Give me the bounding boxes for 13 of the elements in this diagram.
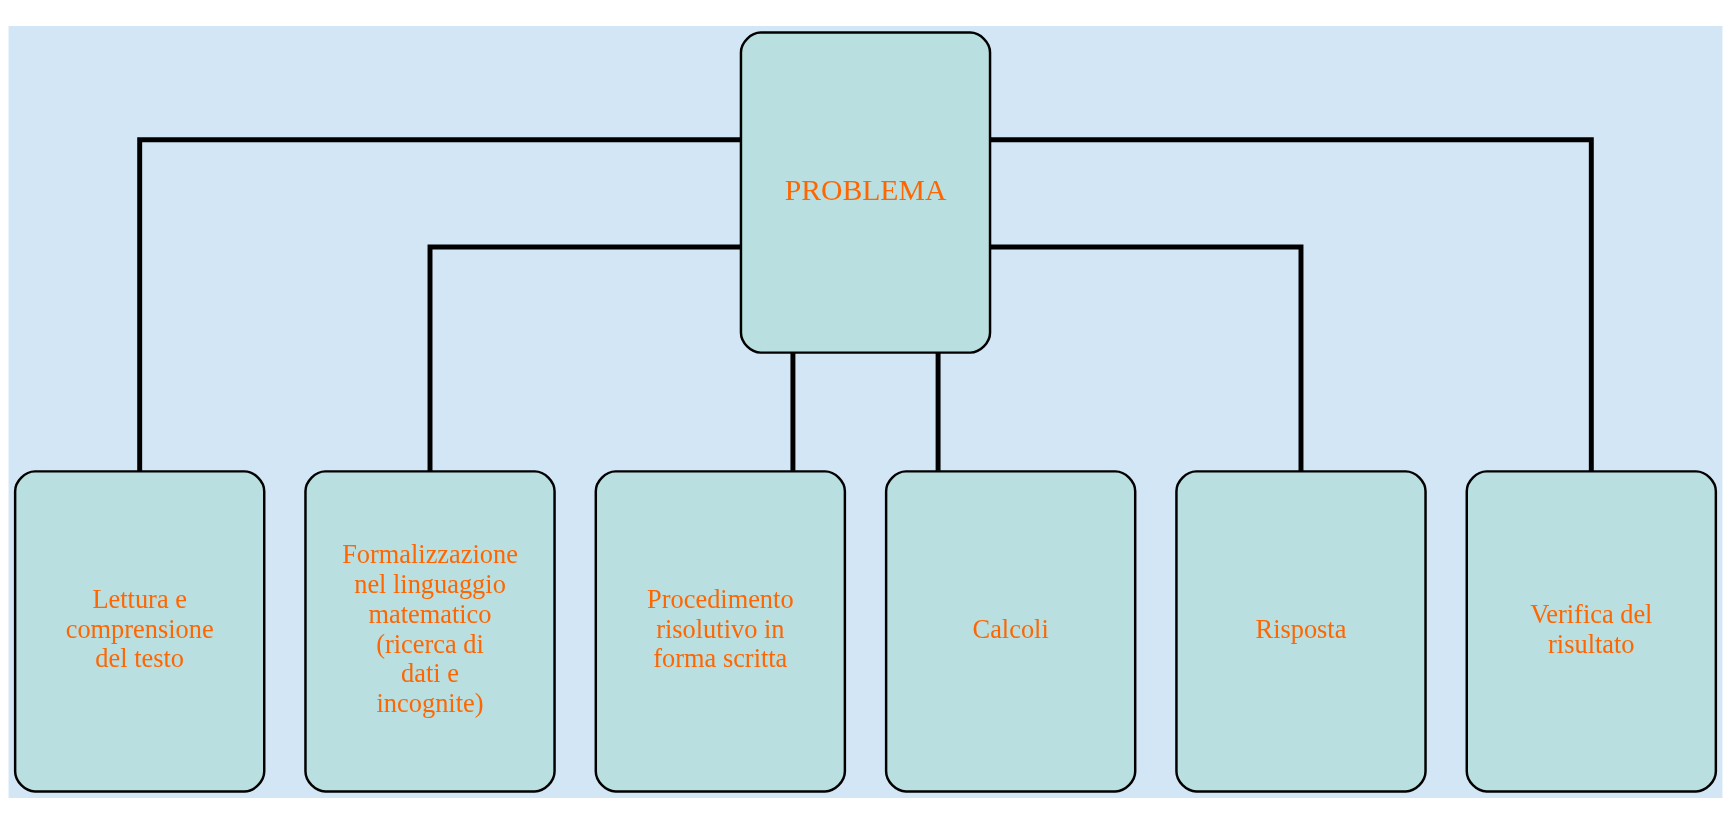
node-box: Formalizzazione nel linguaggio matematico (ricerca di dati e incognite) — [304, 470, 556, 793]
connector — [790, 352, 796, 471]
connector — [990, 137, 1594, 472]
node-box: Lettura e comprensione del testo — [13, 470, 266, 793]
connector — [990, 244, 1304, 472]
node-box: Calcoli — [884, 470, 1137, 793]
connector — [935, 352, 941, 471]
node-box: Procedimento risolutivo in forma scritta — [594, 470, 847, 793]
node-box: Risposta — [1175, 470, 1427, 793]
connector — [427, 244, 741, 472]
connector — [137, 137, 741, 472]
node-box: Verifica del risultato — [1465, 470, 1718, 793]
node-box: PROBLEMA — [739, 31, 992, 354]
